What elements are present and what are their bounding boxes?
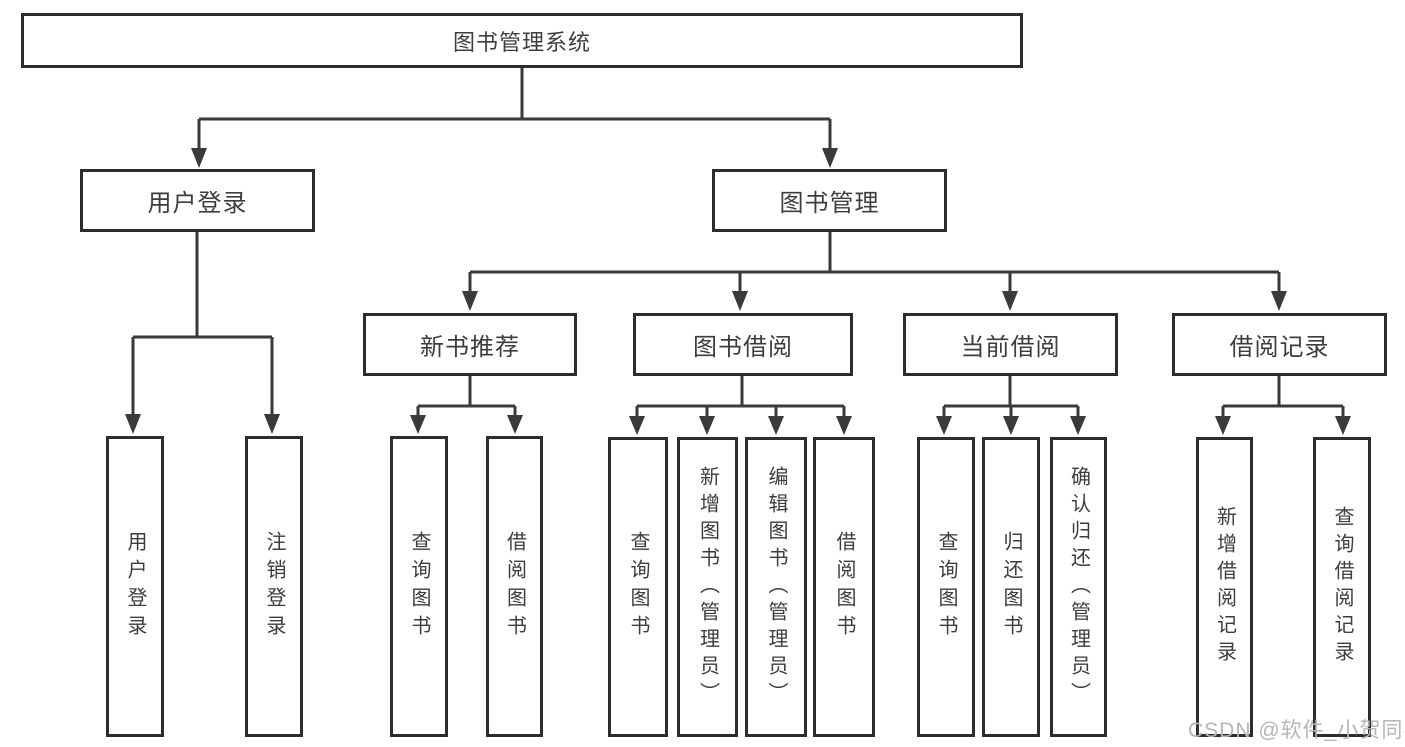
leaf-logout: 注销登录 xyxy=(245,436,303,737)
leaf-recommend-borrow-books: 借阅图书 xyxy=(486,436,543,737)
csdn-watermark: CSDN @软件_小贺同学 xyxy=(1188,719,1405,742)
leaf-user-login: 用户登录 xyxy=(106,436,164,737)
leaf-borrow-edit-books-admin-label: 编辑图书（管理员） xyxy=(765,465,787,709)
node-new-book-recommend: 新书推荐 xyxy=(363,313,577,376)
leaf-current-return-books-label: 归还图书 xyxy=(1000,531,1022,643)
leaf-borrow-edit-books-admin: 编辑图书（管理员） xyxy=(745,437,807,737)
arrowhead-icons xyxy=(125,148,1351,435)
node-root-system-label: 图书管理系统 xyxy=(452,29,591,55)
leaf-current-return-books: 归还图书 xyxy=(982,437,1040,737)
node-book-management: 图书管理 xyxy=(712,169,947,232)
node-user-login: 用户登录 xyxy=(80,169,315,232)
node-borrow-records-label: 借阅记录 xyxy=(1229,334,1330,361)
leaf-logout-label: 注销登录 xyxy=(263,530,285,643)
node-book-borrow: 图书借阅 xyxy=(633,313,853,376)
node-book-management-label: 图书管理 xyxy=(779,190,880,217)
leaf-borrow-query-books: 查询图书 xyxy=(608,437,668,737)
leaf-current-query-books-label: 查询图书 xyxy=(935,531,957,643)
leaf-records-add-record: 新增借阅记录 xyxy=(1196,437,1253,737)
leaf-current-confirm-return-admin: 确认归还（管理员） xyxy=(1050,437,1107,737)
node-root-system: 图书管理系统 xyxy=(21,13,1023,68)
leaf-borrow-add-books-admin-label: 新增图书（管理员） xyxy=(696,465,719,709)
leaf-recommend-borrow-books-label: 借阅图书 xyxy=(503,530,526,643)
leaf-records-add-record-label: 新增借阅记录 xyxy=(1213,506,1236,668)
node-user-login-label: 用户登录 xyxy=(147,190,248,217)
node-new-book-recommend-label: 新书推荐 xyxy=(420,334,520,361)
node-borrow-records: 借阅记录 xyxy=(1172,313,1387,376)
leaf-user-login-label: 用户登录 xyxy=(124,530,146,643)
node-current-borrow-label: 当前借阅 xyxy=(960,334,1061,361)
leaf-records-query-record: 查询借阅记录 xyxy=(1313,437,1371,737)
node-book-borrow-label: 图书借阅 xyxy=(693,334,793,361)
leaf-records-query-record-label: 查询借阅记录 xyxy=(1331,506,1353,668)
leaf-borrow-query-books-label: 查询图书 xyxy=(627,531,649,643)
leaf-recommend-query-books: 查询图书 xyxy=(390,436,448,737)
leaf-borrow-add-books-admin: 新增图书（管理员） xyxy=(677,437,738,737)
leaf-recommend-query-books-label: 查询图书 xyxy=(408,530,430,643)
leaf-borrow-borrow-books-label: 借阅图书 xyxy=(833,531,855,643)
leaf-current-confirm-return-admin-label: 确认归还（管理员） xyxy=(1067,465,1090,709)
leaf-borrow-borrow-books: 借阅图书 xyxy=(813,437,875,737)
node-current-borrow: 当前借阅 xyxy=(903,313,1118,376)
leaf-current-query-books: 查询图书 xyxy=(917,437,975,737)
